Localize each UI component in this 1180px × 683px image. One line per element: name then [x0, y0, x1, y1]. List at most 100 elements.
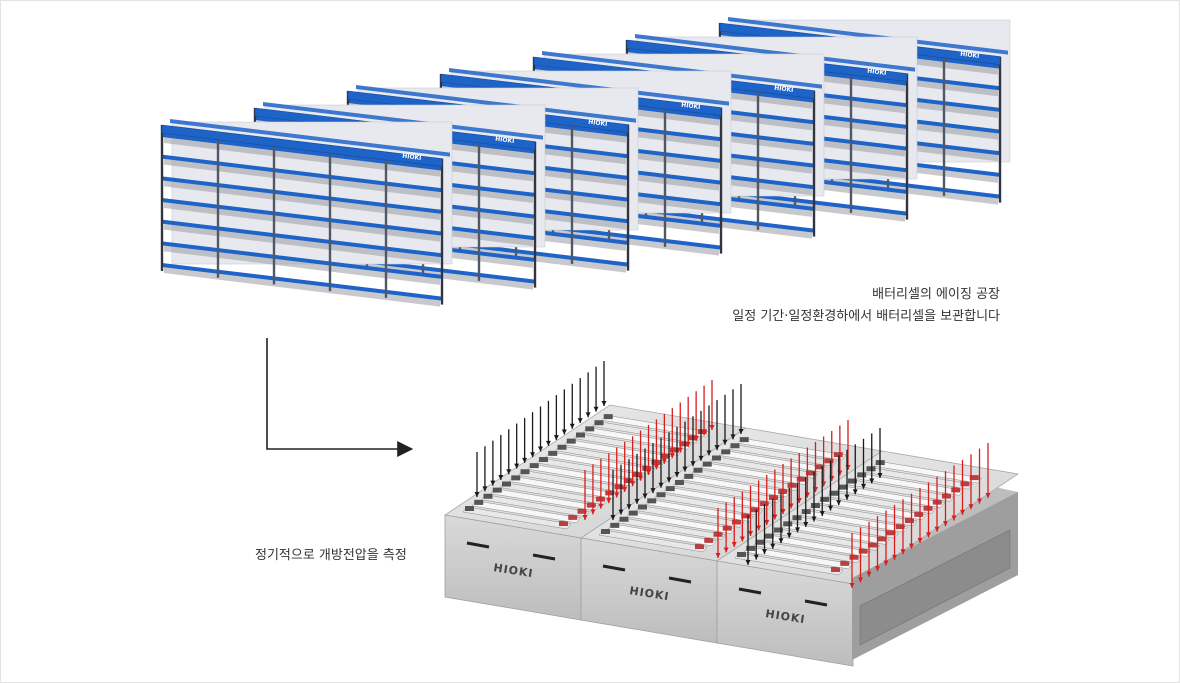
- probe-black-tip: [811, 516, 817, 522]
- probe-black-tip: [626, 504, 632, 510]
- rack-brand-label: HIOKI: [960, 51, 980, 60]
- aging-caption: 배터리셀의 에이징 공장 일정 기간·일정환경하에서 배터리셀을 보관합니다: [700, 284, 1000, 328]
- probe-red-tip: [780, 509, 786, 514]
- battery-cell: [592, 420, 701, 444]
- probe-black-tip: [522, 457, 528, 463]
- cell-terminal: [858, 548, 868, 554]
- battery-cell: [635, 505, 745, 528]
- probe-red-tip: [582, 515, 588, 520]
- probe-red-tip: [622, 486, 628, 492]
- shelf-rail: [162, 263, 442, 301]
- cell-terminal: [614, 484, 624, 490]
- cell-terminal: [942, 493, 951, 499]
- rack-post: [216, 131, 220, 278]
- probe-red-tip: [960, 509, 965, 515]
- rack-back-rail: [728, 17, 1008, 55]
- probe-black-tip: [585, 412, 591, 418]
- battery-cell: [827, 491, 936, 515]
- probe-red-tip: [693, 436, 699, 442]
- probe-black-tip: [506, 469, 512, 475]
- cell-terminal: [730, 443, 740, 449]
- battery-cell: [799, 509, 909, 533]
- probe-black-tip: [819, 511, 825, 517]
- battery-cell: [753, 540, 862, 564]
- rack-back-rail: [356, 85, 636, 123]
- cell-terminal: [769, 495, 778, 500]
- measurement-unit: HIOKI: [715, 450, 1020, 667]
- cell-terminal: [568, 514, 578, 520]
- probe-red-tip: [858, 577, 863, 583]
- cell-terminal: [656, 492, 666, 498]
- cell-terminal: [721, 449, 731, 455]
- rack-post: [719, 107, 723, 254]
- cell-terminal: [704, 537, 714, 543]
- battery-cell: [471, 500, 581, 524]
- probe-red-tip: [646, 470, 651, 475]
- probe-black-tip: [714, 445, 720, 451]
- probe-red-tip: [739, 536, 745, 542]
- cell-terminal: [474, 499, 484, 505]
- probe-red-tip: [701, 430, 707, 436]
- battery-cell: [743, 546, 853, 570]
- cell-terminal: [675, 480, 684, 485]
- probe-red-tip: [731, 542, 737, 547]
- cell-terminal: [914, 511, 924, 517]
- cell-terminal: [960, 481, 970, 487]
- battery-cell: [518, 469, 627, 493]
- probe-black-tip: [490, 480, 496, 486]
- rack-back-rail: [449, 68, 729, 106]
- probe-black-tip: [601, 401, 607, 406]
- rack-post: [998, 56, 1002, 203]
- shelf-rail: [162, 241, 442, 279]
- probe-black-tip: [690, 461, 696, 467]
- probe-black-tip: [682, 466, 688, 472]
- probe-black-tip: [795, 527, 800, 533]
- probe-black-tip: [482, 486, 488, 492]
- probe-black-tip: [869, 478, 875, 484]
- cell-terminal: [811, 503, 820, 508]
- cell-terminal: [840, 560, 850, 566]
- probe-black-tip: [778, 538, 784, 544]
- unit-slot: [602, 564, 626, 572]
- probe-black-tip: [722, 439, 728, 445]
- measurement-probes: [474, 361, 991, 588]
- cell-terminal: [529, 463, 539, 469]
- rack-post: [942, 49, 946, 196]
- battery-cell: [626, 511, 736, 534]
- probe-black-tip: [666, 477, 672, 483]
- probe-red-tip: [685, 441, 691, 447]
- cell-terminal: [693, 467, 703, 473]
- probe-red-tip: [900, 549, 906, 555]
- cell-terminal: [647, 498, 657, 504]
- probe-black-tip: [538, 446, 543, 452]
- cell-terminal: [750, 507, 760, 513]
- probe-red-tip: [764, 520, 770, 525]
- probe-black-tip: [803, 521, 809, 527]
- probe-black-tip: [698, 455, 704, 461]
- probe-black-tip: [650, 488, 656, 494]
- probe-red-tip: [892, 554, 897, 560]
- battery-cell: [817, 497, 927, 521]
- cell-terminal: [623, 478, 633, 484]
- cell-terminal: [824, 458, 834, 464]
- cell-terminal: [741, 513, 751, 519]
- probe-black-tip: [730, 434, 736, 440]
- cell-terminal: [679, 441, 689, 447]
- probe-black-tip: [514, 463, 520, 469]
- probe-black-tip: [738, 429, 744, 434]
- cell-terminal: [638, 504, 647, 510]
- rack-brand-label: HIOKI: [774, 85, 794, 94]
- cell-terminal: [755, 539, 765, 545]
- cell-terminal: [868, 542, 877, 548]
- probe-black-tip: [674, 472, 680, 477]
- probe-red-tip: [772, 514, 778, 520]
- cell-terminal: [787, 482, 797, 488]
- cell-terminal: [601, 529, 610, 534]
- probe-black-tip: [561, 429, 567, 435]
- probe-black-tip: [530, 452, 536, 458]
- probe-red-tip: [590, 509, 596, 515]
- probe-red-tip: [630, 481, 636, 487]
- rack-post: [570, 117, 574, 264]
- shelf-rail: [162, 219, 442, 258]
- measurement-unit: HIOKI: [443, 404, 748, 621]
